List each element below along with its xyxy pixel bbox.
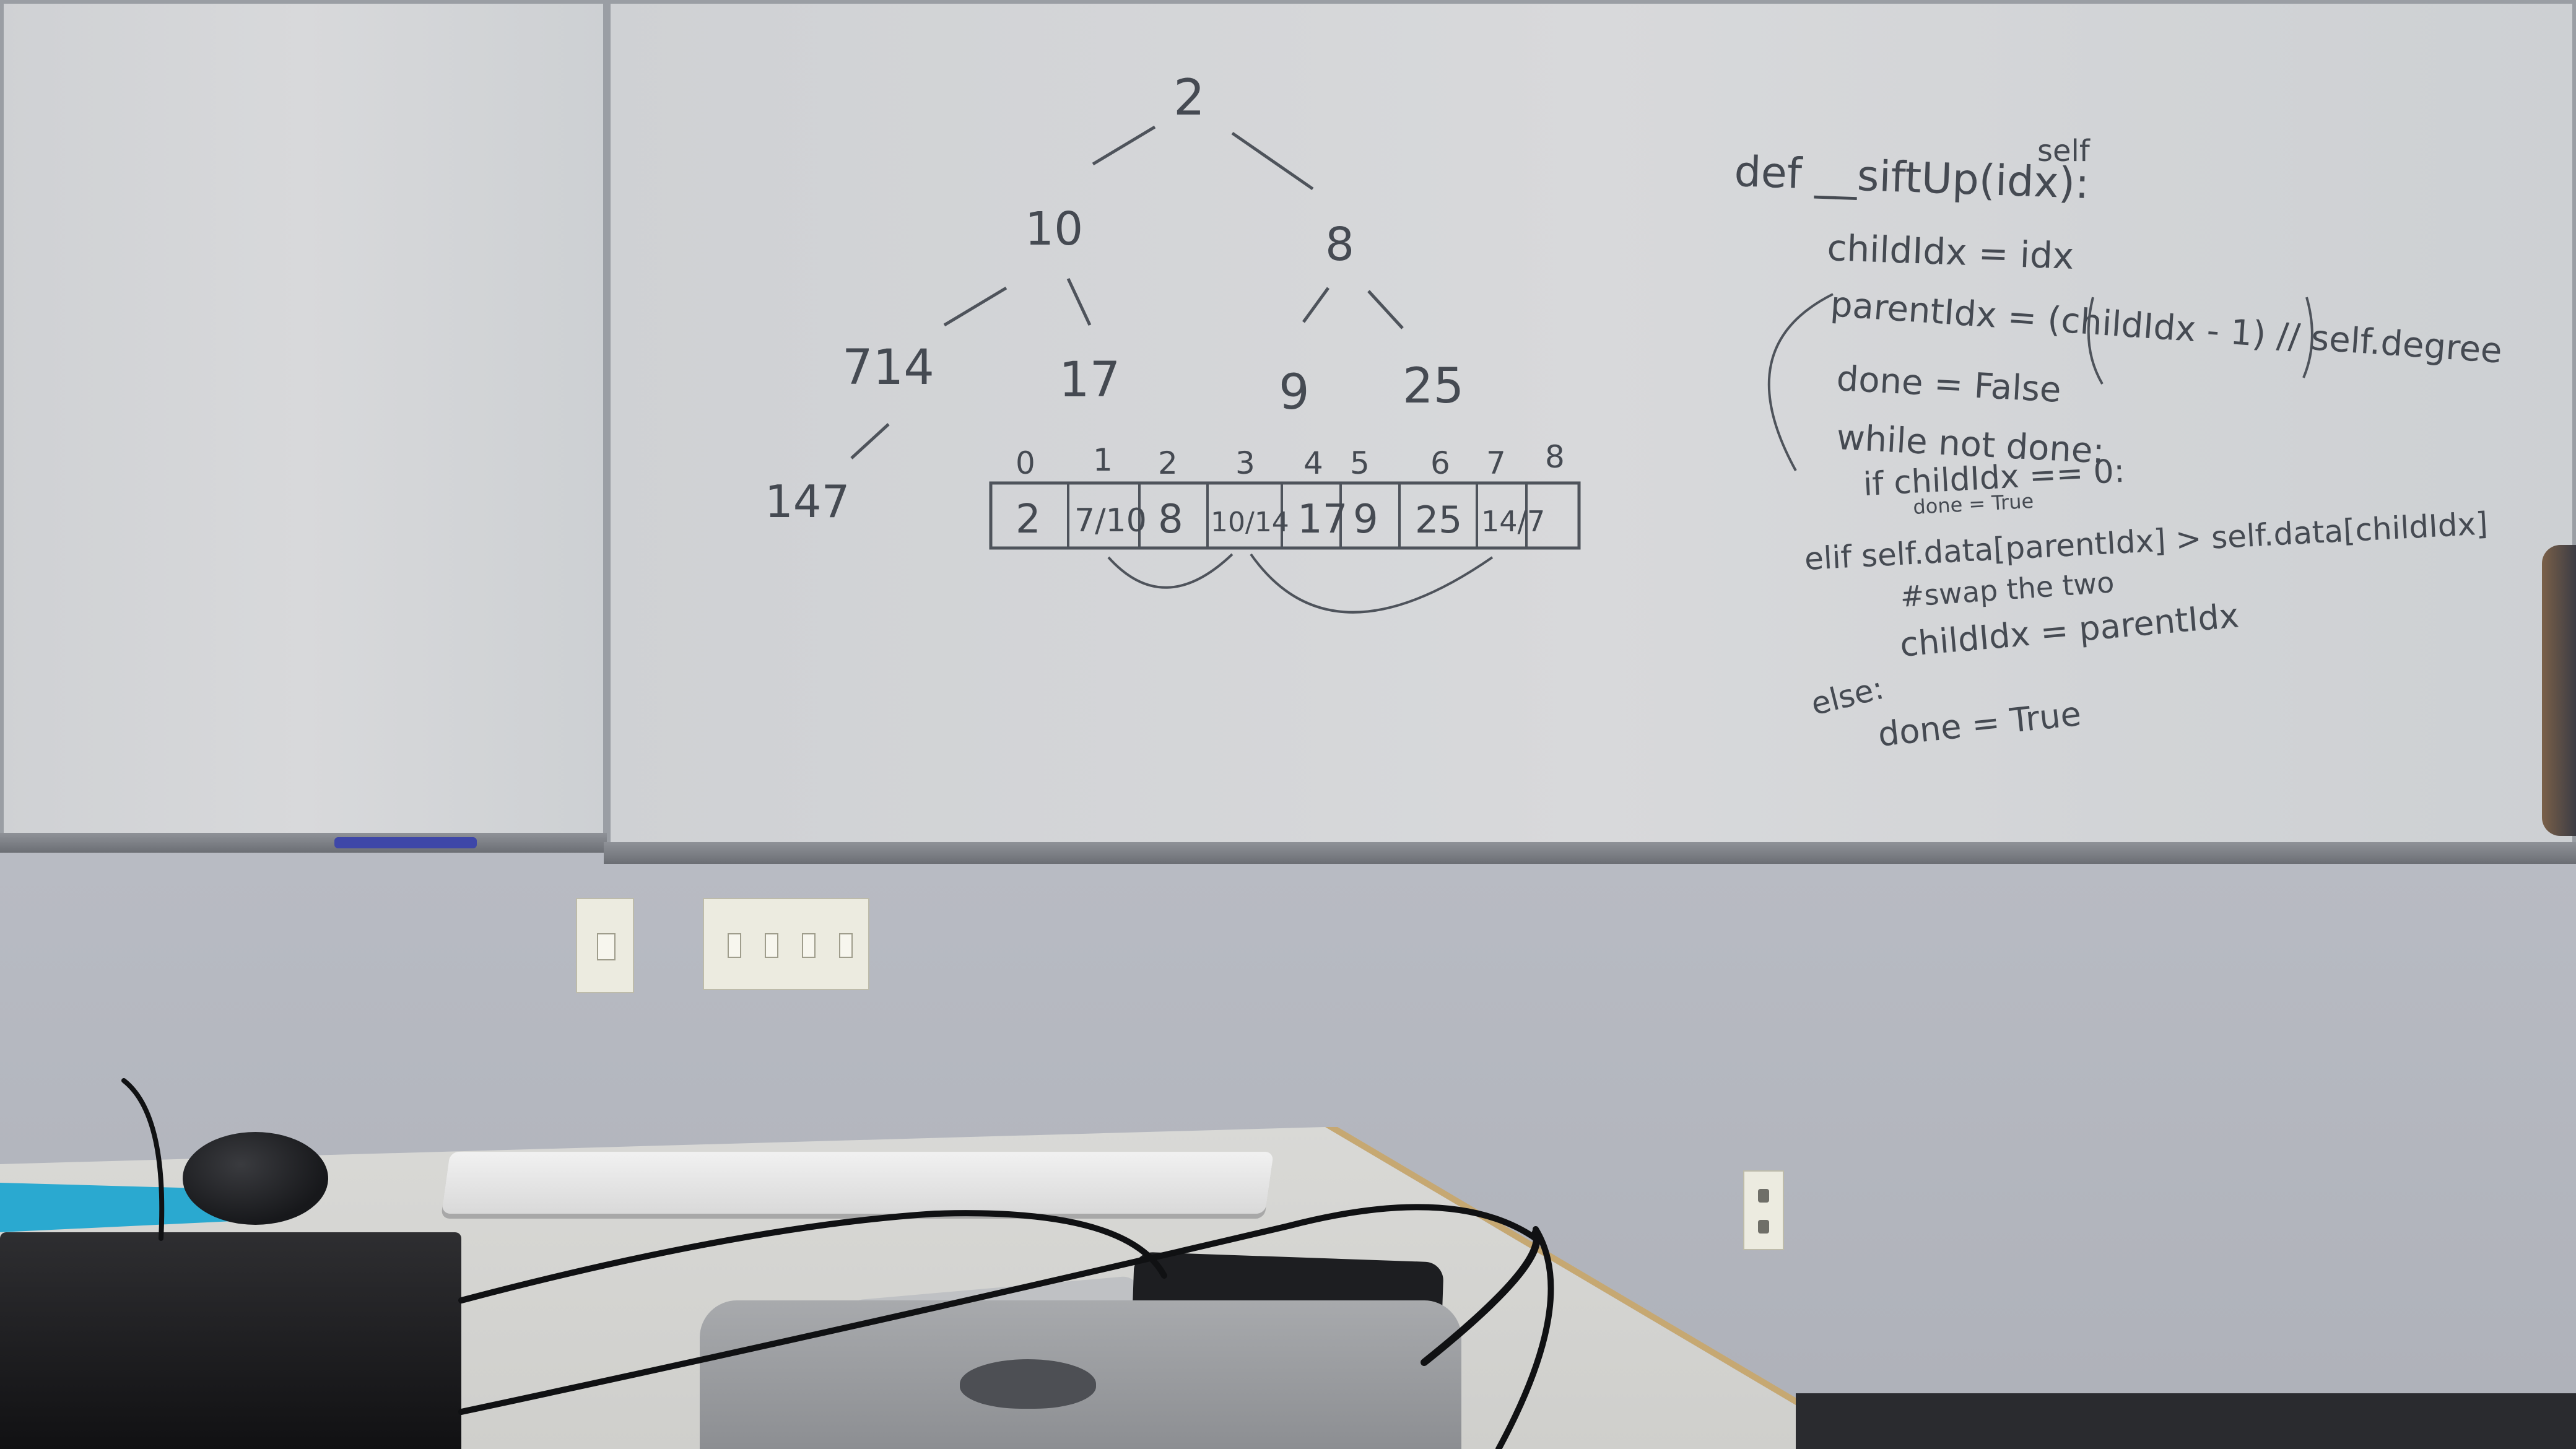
array-index: 5	[1350, 445, 1370, 481]
mouse	[183, 1132, 328, 1225]
array-index: 4	[1303, 445, 1323, 481]
array-cell: 14/7	[1481, 505, 1545, 538]
tree-node-9: 9	[1279, 365, 1310, 420]
tree-edge	[1367, 290, 1404, 329]
tree-node-147: 147	[765, 476, 850, 528]
array-index: 0	[1016, 445, 1035, 481]
array-cell: 8	[1158, 497, 1183, 542]
switch-toggle	[802, 933, 816, 958]
cable	[1421, 1229, 1541, 1366]
array-index: 6	[1430, 445, 1450, 481]
tree-edge	[1066, 277, 1092, 326]
left-whiteboard	[0, 0, 607, 842]
array-box	[989, 481, 1581, 550]
tree-node-25: 25	[1403, 359, 1464, 414]
tree-edge	[850, 423, 890, 459]
array-index: 7	[1486, 445, 1506, 481]
swap-arrow	[1107, 553, 1234, 589]
tree-node-10: 10	[1025, 202, 1083, 256]
main-marker-tray	[604, 842, 2576, 864]
power-outlet-icon	[1743, 1170, 1784, 1250]
tree-node-17: 17	[1059, 352, 1120, 408]
code-paren	[2087, 297, 2104, 385]
tree-edge	[1231, 131, 1314, 191]
person-edge	[2542, 545, 2576, 836]
switch-toggle	[765, 933, 778, 958]
switch-toggle	[728, 933, 741, 958]
tree-node-714: 714	[842, 340, 934, 396]
left-marker-tray	[0, 833, 607, 853]
array-cell: 17	[1297, 497, 1347, 542]
cable	[1495, 1226, 1554, 1449]
array-index: 3	[1235, 445, 1255, 481]
code-arrow	[1767, 293, 1834, 471]
array-cell: 25	[1415, 498, 1462, 542]
tree-edge	[943, 286, 1007, 327]
self-annotation: self	[2037, 134, 2091, 168]
apple-logo-icon	[960, 1359, 1096, 1409]
baseboard	[1796, 1393, 2576, 1449]
tree-edge	[1302, 287, 1330, 323]
tree-node-8: 8	[1325, 218, 1354, 271]
array-cell: 2	[1016, 497, 1041, 542]
cable	[458, 1204, 1539, 1415]
cable	[121, 1078, 165, 1241]
code-paren	[2302, 297, 2313, 378]
marker	[334, 837, 477, 848]
cable	[458, 1210, 1167, 1303]
tree-root-node: 2	[1173, 69, 1205, 126]
array-cell: 7/10	[1074, 502, 1147, 539]
outlet-socket	[1758, 1189, 1769, 1203]
code-child-line: childIdx = idx	[1827, 227, 2075, 277]
light-switch-icon	[576, 898, 634, 993]
array-cell: 10/14	[1211, 507, 1289, 538]
outlet-socket	[1758, 1220, 1769, 1234]
array-index: 8	[1545, 439, 1565, 475]
array-index: 1	[1093, 442, 1113, 478]
quad-switch-icon	[703, 898, 869, 990]
main-whiteboard	[607, 0, 2576, 855]
array-cell: 9	[1353, 497, 1378, 542]
swap-arrow	[1250, 553, 1494, 614]
tree-edge	[1092, 125, 1156, 166]
switch-toggle	[839, 933, 853, 958]
speaker	[0, 1232, 461, 1449]
array-index: 2	[1158, 445, 1178, 481]
switch-toggle	[597, 933, 616, 960]
